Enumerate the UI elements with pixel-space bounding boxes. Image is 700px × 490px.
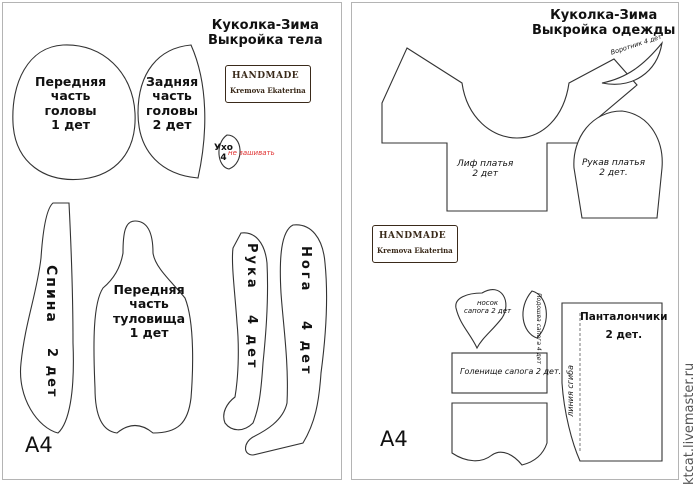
leg-piece (244, 224, 328, 456)
front-head-line1: Передняя (35, 74, 107, 89)
back-head-line1: Задняя (146, 74, 199, 89)
sheet-title-line1: Куколка-Зима (211, 18, 319, 33)
back-head-line2: часть (152, 88, 192, 104)
bloomers-line1: Панталончики (580, 311, 668, 323)
ear-piece (218, 134, 241, 170)
back-head-line4: 2 дет (152, 117, 192, 133)
ear-count: 4 (220, 153, 227, 164)
ear-label: Ухо 4 (214, 143, 233, 164)
watermark: ktcat.livemaster.ru (682, 362, 697, 485)
boot-toe-label: носок сапога 2 дет (464, 299, 511, 315)
front-head-label: Передняя часть головы 1 дет (35, 74, 107, 133)
sheet-title-line2: Выкройка одежды (532, 22, 676, 38)
front-torso-line2: часть (129, 296, 169, 312)
front-head-line2: часть (50, 88, 91, 104)
pants-piece (451, 402, 548, 466)
bloomers-label: Панталончики 2 дет. (580, 311, 668, 341)
format-label: А4 (380, 427, 408, 451)
bloomers-piece (561, 302, 663, 462)
ear-label-text: Ухо (214, 143, 233, 153)
bodice-line2: 2 дет (472, 169, 498, 180)
bodice-piece (381, 47, 638, 212)
boot-toe-piece (455, 289, 507, 350)
body-pattern-sheet: Куколка-Зима Выкройка тела Передняя част… (2, 2, 342, 480)
back-head-line3: головы (146, 102, 199, 118)
stamp-line2: Kremova Ekaterina (230, 86, 306, 95)
front-head-piece (12, 44, 136, 181)
back-count: 2 дет (43, 348, 59, 399)
pattern-shapes (381, 41, 663, 466)
stamp-line2: Kremova Ekaterina (377, 246, 453, 255)
stamp-line1: HANDMADE (379, 231, 447, 241)
back-head-piece (137, 44, 206, 179)
boot-sole-piece (522, 290, 547, 339)
arm-label: Рука (243, 243, 259, 291)
back-piece (19, 202, 74, 434)
ear-no-sew-note: не зашивать (228, 149, 275, 157)
front-head-line3: головы (44, 102, 97, 118)
arm-piece (223, 232, 269, 431)
front-torso-line3: туловища (113, 310, 186, 326)
bloomers-line2: 2 дет. (605, 329, 643, 342)
sleeve-label: Рукав платья 2 дет. (582, 158, 645, 179)
sleeve-line1: Рукав платья (582, 158, 645, 168)
leg-count: 4 дет (297, 321, 313, 377)
front-torso-line4: 1 дет (129, 325, 169, 341)
sleeve-line2: 2 дет. (599, 168, 628, 179)
front-torso-label: Передняя часть туловища 1 дет (113, 282, 186, 341)
back-head-label: Задняя часть головы 2 дет (146, 74, 199, 133)
front-torso-piece (93, 220, 194, 434)
collar-piece (601, 41, 663, 85)
format-label: А4 (25, 433, 53, 457)
bodice-label: Лиф платья 2 дет (457, 159, 513, 180)
boot-shaft-piece (451, 352, 548, 394)
handmade-stamp: HANDMADE Kremova Ekaterina (372, 225, 458, 263)
clothes-pattern-sheet: Куколка-Зима Выкройка одежды Лиф платья … (351, 2, 679, 480)
boot-toe-line2: сапога 2 дет (464, 307, 512, 316)
sheet-title-line2: Выкройка тела (208, 32, 323, 48)
handmade-stamp: HANDMADE Kremova Ekaterina (225, 65, 311, 103)
front-head-line4: 1 дет (51, 117, 91, 133)
sheet-title: Куколка-Зима Выкройка тела (208, 18, 323, 49)
boot-sole-label: Подошва сапога 4 дет (534, 293, 542, 364)
bodice-line1: Лиф платья (457, 159, 514, 169)
pattern-shapes (12, 44, 328, 456)
front-torso-line1: Передняя (113, 282, 185, 297)
sleeve-piece (573, 110, 663, 219)
boot-shaft-label: Голенище сапога 2 дет. (460, 367, 562, 376)
sheet-title: Куколка-Зима Выкройка одежды (532, 8, 676, 39)
sheet-title-line1: Куколка-Зима (550, 8, 658, 23)
fold-line-label: линия сгиба (566, 365, 575, 417)
arm-count: 4 дет (243, 315, 259, 371)
stamp-line1: HANDMADE (232, 71, 300, 81)
leg-label: Нога (297, 246, 313, 294)
back-label: Спина (43, 265, 60, 324)
boot-toe-line1: носок (476, 299, 499, 307)
